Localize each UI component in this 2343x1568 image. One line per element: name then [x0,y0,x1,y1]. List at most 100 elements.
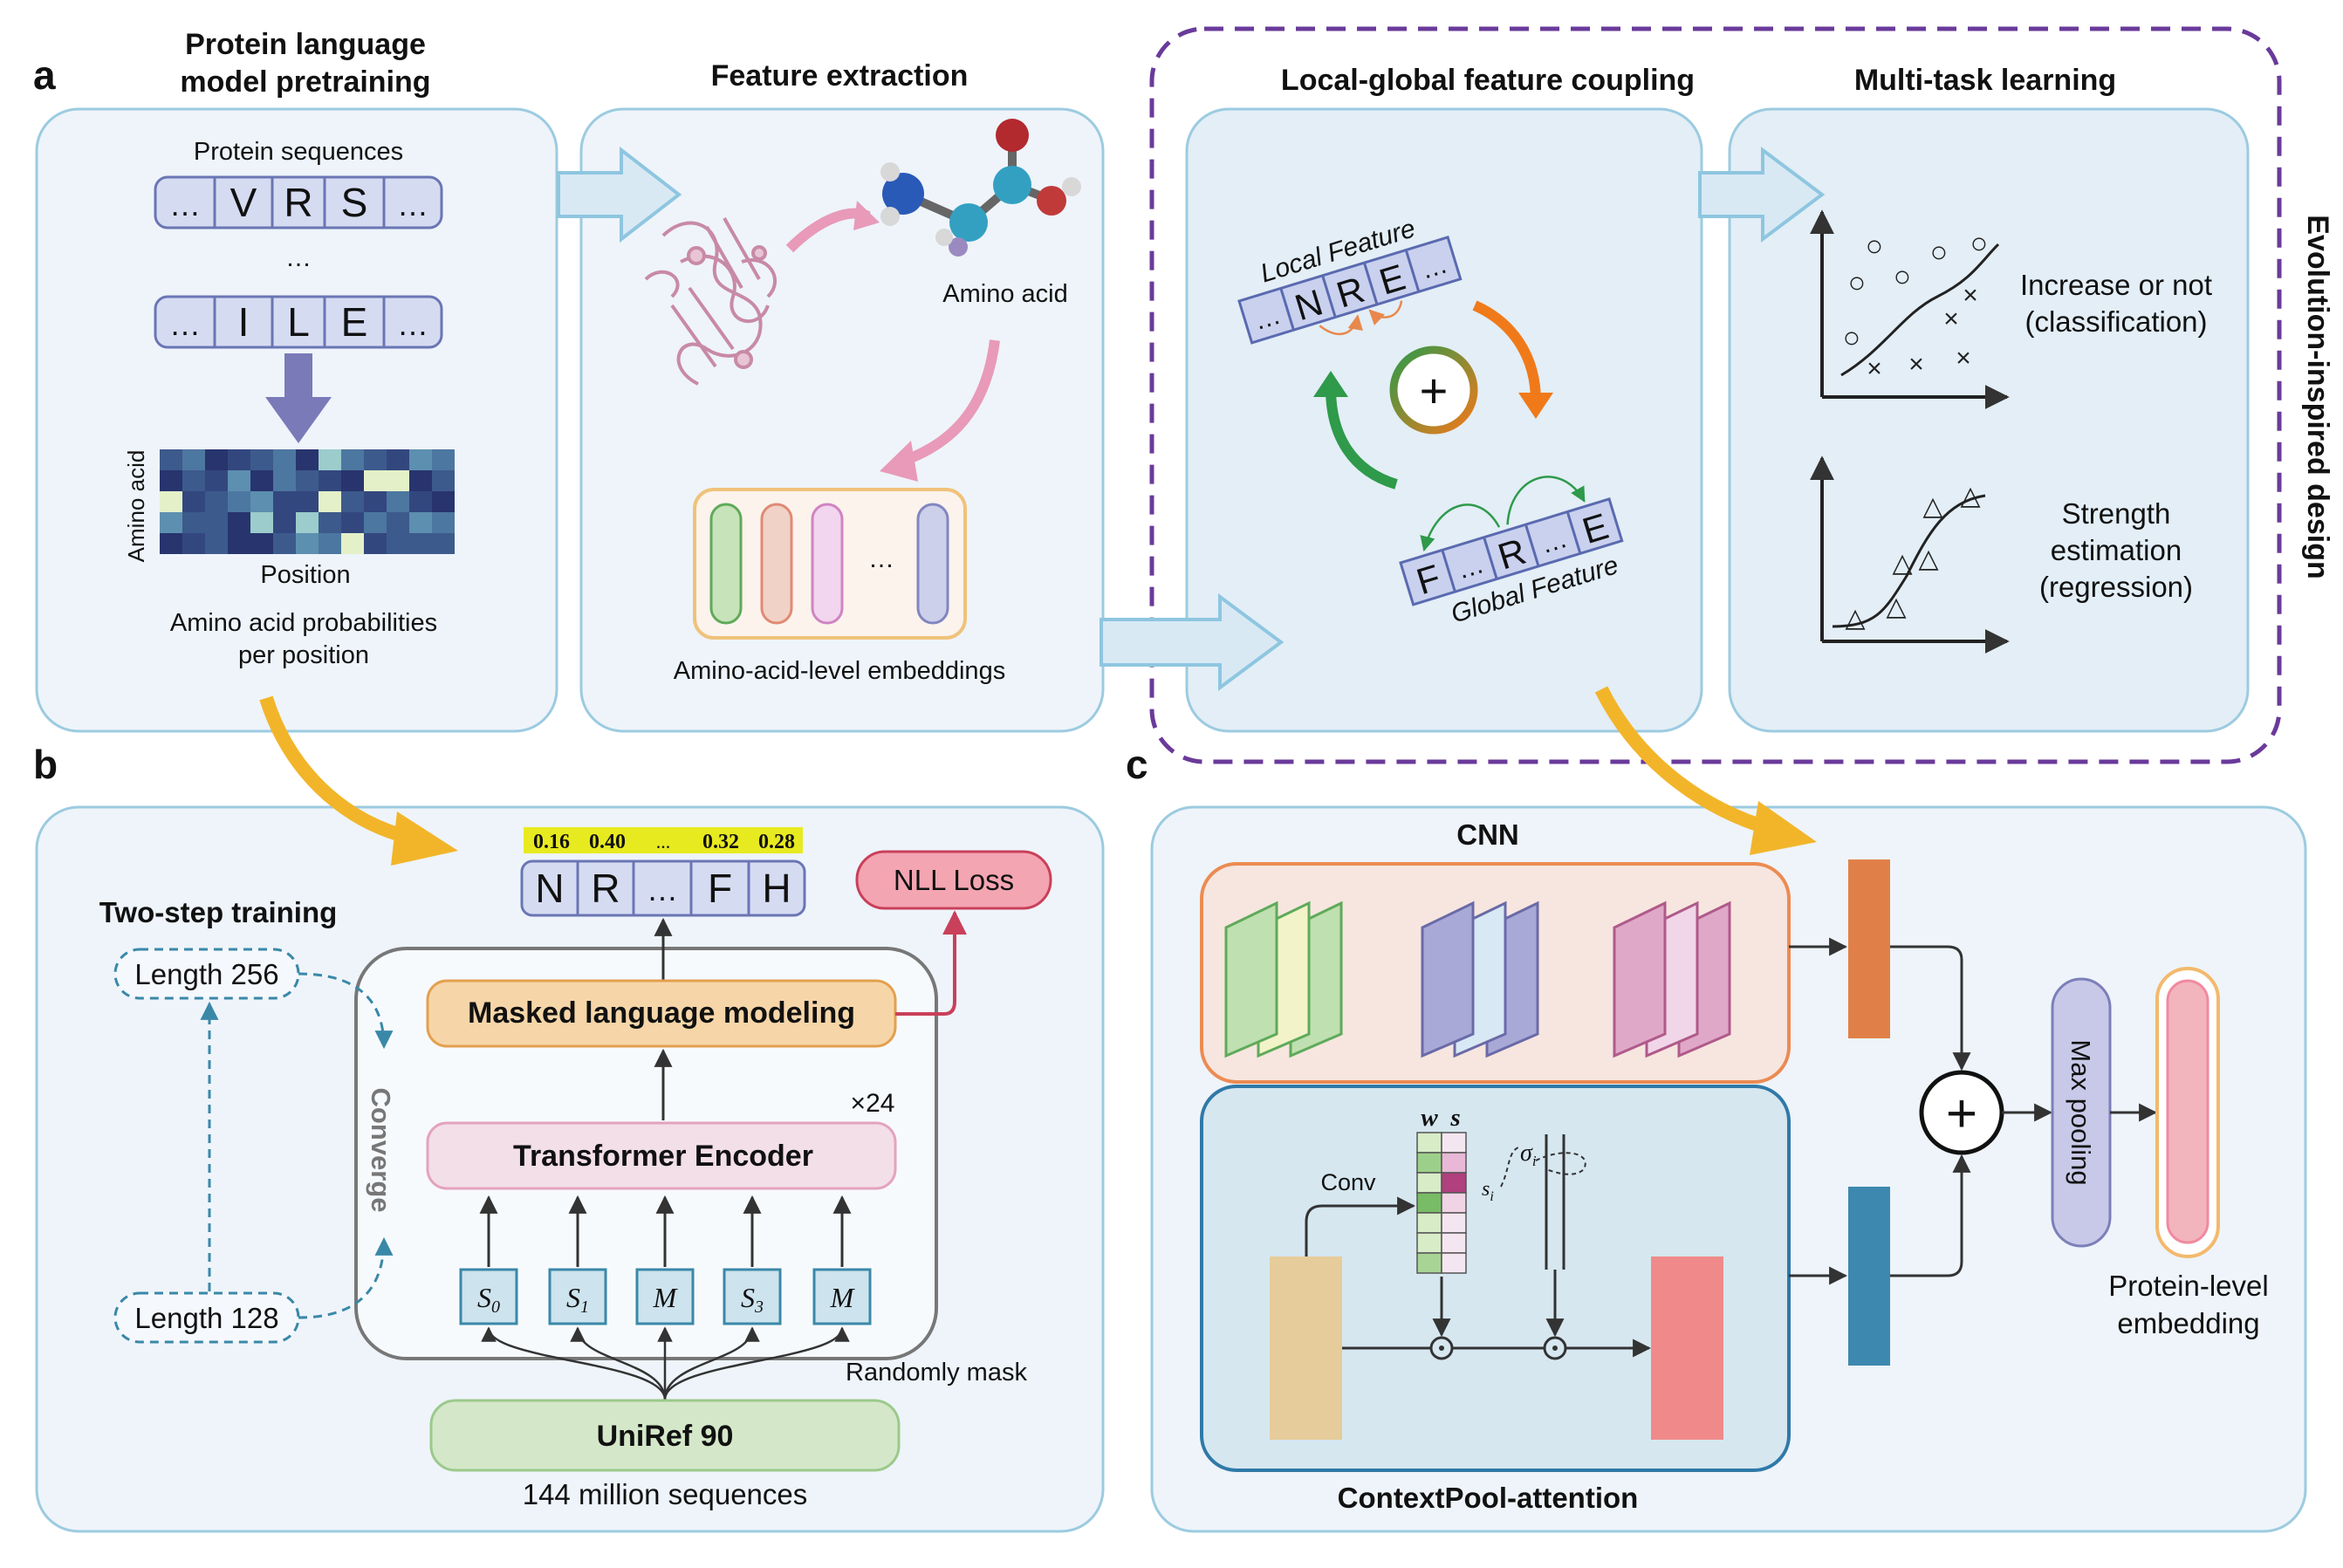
svg-text:○: ○ [1843,321,1861,354]
heatmap-cell [160,470,182,491]
weight-cell [1416,1172,1442,1194]
uniref-label: UniRef 90 [597,1420,734,1453]
output-token: R [591,866,620,911]
heatmap-cell [409,449,432,470]
heatmap-cell [182,491,205,512]
length-256-label: Length 256 [134,958,278,990]
heatmap-cell [432,470,455,491]
heatmap-cell [205,512,228,533]
orange-bar-to-sum [1890,945,1971,1072]
heatmap-y-axis-label: Amino acid [123,450,149,563]
embeddings-label: Amino-acid-level embeddings [674,657,1005,685]
heatmap-cell [341,533,364,554]
token: … [169,306,201,342]
heatmap-cell [182,470,205,491]
embedding-vector [916,503,949,625]
heatmap-cell [182,533,205,554]
svg-text:×: × [1867,354,1882,383]
converge-arrow-up [298,1236,394,1319]
regression-label-line1: Strength [2062,497,2171,530]
protein-embedding-inner [2166,979,2209,1244]
heatmap-cell [296,449,319,470]
green-arrowhead [1313,371,1348,397]
weight-cell [1416,1252,1442,1274]
heatmap-cell [319,449,341,470]
heatmap-cell [205,449,228,470]
weight-cell [1416,1212,1442,1234]
heatmap-cell [273,512,296,533]
output-token: F [708,866,732,911]
heatmap-cell [228,470,250,491]
weight-cell [1416,1132,1442,1154]
length-256-box [113,948,300,1000]
probability-value: ... [656,831,671,852]
svg-text:○: ○ [1848,266,1867,299]
heatmap-cell [250,491,273,512]
svg-text:×: × [1908,350,1924,379]
panel-label-a: a [33,52,56,98]
input-token-label: M [653,1282,679,1313]
embedding-ellipsis: … [868,544,894,573]
embedding-vector [811,503,844,625]
amino-acid-molecule [880,119,1081,257]
heatmap-cell [341,491,364,512]
heatmap-cell [319,533,341,554]
probability-heatmap [160,449,455,554]
token: … [397,187,428,223]
yellow-arrowhead [1750,801,1817,855]
token: R [284,180,312,225]
yellow-arrowhead [391,811,458,866]
arrow-pretraining-to-feature [557,146,682,243]
heatmap-cell [228,533,250,554]
heatmap-caption-line2: per position [238,641,369,669]
heatmap-cell [182,512,205,533]
token: … [397,306,428,342]
mask-arrow [663,1326,760,1400]
orange-cycle-arrow [1472,300,1541,402]
yellow-arrow-to-c [1594,686,1774,836]
heatmap-cell [387,533,409,554]
probability-labels: 0.16 0.40 ... 0.32 0.28 [524,827,803,853]
output-tokens: N R … F H [520,859,806,917]
heatmap-cell [205,470,228,491]
heatmap-cell [228,449,250,470]
heatmap-cell [228,512,250,533]
input-token-label: S3 [741,1282,764,1317]
conv-path [1305,1196,1416,1256]
mlm-label: Masked language modeling [468,996,855,1030]
heatmap-cell [409,470,432,491]
heatmap-cell [250,533,273,554]
down-arrow [265,353,332,443]
svg-text:○: ○ [1930,236,1949,269]
panel-label-b: b [33,742,58,787]
heatmap-cell [364,491,387,512]
contextpool-title: ContextPool-attention [1338,1482,1639,1514]
heatmap-cell [273,491,296,512]
conv-label: Conv [1320,1169,1376,1195]
heatmap-cell [319,512,341,533]
input-token-label: M [830,1282,856,1313]
multitask-panel [1728,107,2250,733]
attention-output-block [1651,1256,1723,1440]
pretraining-title-line1: Protein language [185,28,426,61]
heatmap-x-axis-label: Position [260,561,350,589]
heatmap-cell [341,512,364,533]
heatmap-cell [296,512,319,533]
heatmap-cell [432,512,455,533]
heatmap-cell [409,512,432,533]
heatmap-cell [160,512,182,533]
randomly-mask-label: Randomly mask [846,1359,1027,1387]
output-token: … [647,872,678,907]
w-label: w [1421,1104,1438,1132]
heatmap-cell [273,449,296,470]
pink-arrowhead [880,441,918,482]
si-dashed-link [1500,1147,1519,1188]
heatmap-cell [387,491,409,512]
svg-text:○: ○ [1894,260,1912,293]
heatmap-cell [409,491,432,512]
converge-label: Converge [366,1088,396,1213]
output-token: H [762,866,791,911]
panel-label-c: c [1126,742,1148,787]
heatmap-cell [296,491,319,512]
